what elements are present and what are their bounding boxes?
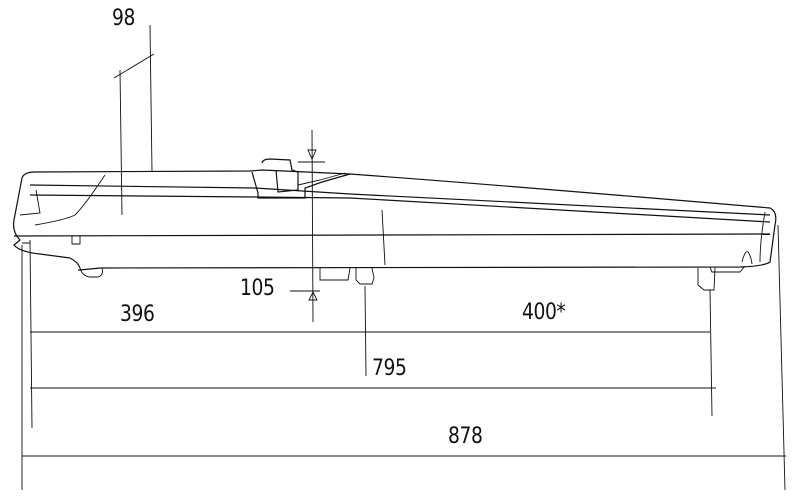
dimension-label-878: 878 [448, 424, 483, 449]
dimension-label-98: 98 [112, 6, 135, 31]
operator-body [13, 169, 777, 278]
dimension-98-lines [113, 24, 155, 216]
dimension-label-105: 105 [240, 276, 275, 301]
dimension-lines [21, 224, 786, 491]
dimension-label-400: 400* [522, 300, 566, 325]
dimension-label-795: 795 [372, 356, 407, 381]
bracket [251, 158, 351, 199]
mounting-feet [319, 267, 716, 291]
dimension-label-396: 396 [120, 302, 155, 327]
dimension-105-lines [290, 129, 325, 323]
